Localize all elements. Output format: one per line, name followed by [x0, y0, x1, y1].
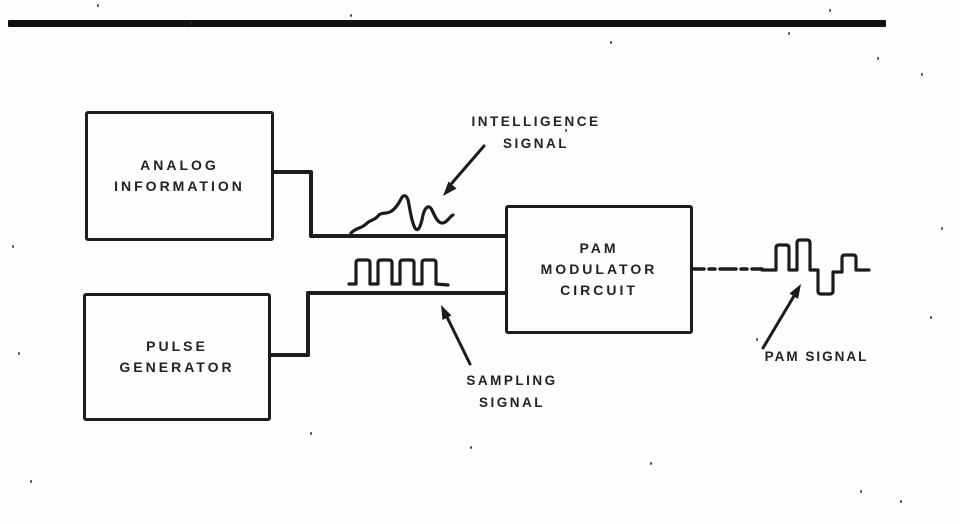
scan-speckle: [565, 129, 567, 132]
scan-speckle: [788, 32, 790, 35]
wire-analog-to-modulator: [266, 170, 507, 238]
scan-speckle: [30, 480, 32, 483]
scan-speckle: [900, 500, 902, 503]
sampling-arrowhead-icon: [441, 305, 452, 320]
pulse-generator-label-line1: PULSE: [146, 338, 208, 354]
pulse-generator-block: PULSE GENERATOR: [83, 293, 271, 421]
intelligence-arrow-line: [450, 144, 486, 185]
intelligence-arrowhead-icon: [443, 181, 457, 196]
analog-information-label-line1: ANALOG: [140, 157, 219, 173]
scan-speckle: [350, 14, 352, 17]
scan-speckle: [756, 338, 758, 341]
scan-speckle: [930, 316, 932, 319]
scan-speckle: [97, 4, 99, 7]
scan-speckle: [18, 352, 20, 355]
pam-arrow-line: [761, 294, 796, 350]
scan-speckle: [877, 57, 879, 60]
sampling-waveform: [347, 258, 450, 287]
scan-speckle: [190, 22, 192, 25]
scan-speckle: [310, 432, 312, 435]
scan-speckle: [470, 446, 472, 449]
scan-speckle: [941, 227, 943, 230]
pam-modulator-label-line2: MODULATOR: [540, 261, 658, 277]
sampling-signal-label-line1: SAMPLING: [466, 373, 558, 388]
pam-modulator-label-line3: CIRCUIT: [560, 282, 638, 298]
analog-information-block: ANALOG INFORMATION: [85, 111, 274, 241]
sampling-signal-label-line2: SIGNAL: [478, 394, 545, 410]
scan-speckle: [921, 73, 923, 76]
intelligence-signal-label-line1: INTELLIGENCE: [471, 114, 601, 129]
pulse-generator-label-line2: GENERATOR: [119, 359, 235, 375]
pam-waveform: [760, 238, 871, 296]
wire-pulse-to-modulator: [264, 291, 507, 357]
scan-artifact-bar: [8, 20, 886, 27]
intelligence-signal-label: INTELLIGENCE SIGNAL: [448, 111, 624, 154]
sampling-arrow-line: [445, 315, 472, 366]
pam-signal-label: PAM SIGNAL: [764, 349, 869, 364]
sampling-signal-label: SAMPLING SIGNAL: [432, 370, 592, 413]
scan-speckle: [12, 245, 14, 248]
pam-arrowhead-icon: [789, 284, 801, 299]
intelligence-waveform: [349, 194, 455, 235]
scan-speckle: [860, 490, 862, 493]
analog-information-label-line2: INFORMATION: [114, 178, 245, 194]
pam-modulator-label-line1: PAM: [579, 240, 619, 256]
scan-speckle: [610, 41, 612, 44]
pam-modulator-block: PAM MODULATOR CIRCUIT: [505, 205, 693, 334]
scan-speckle: [829, 9, 831, 12]
intelligence-signal-label-line2: SIGNAL: [502, 135, 569, 151]
scan-speckle: [650, 462, 652, 465]
